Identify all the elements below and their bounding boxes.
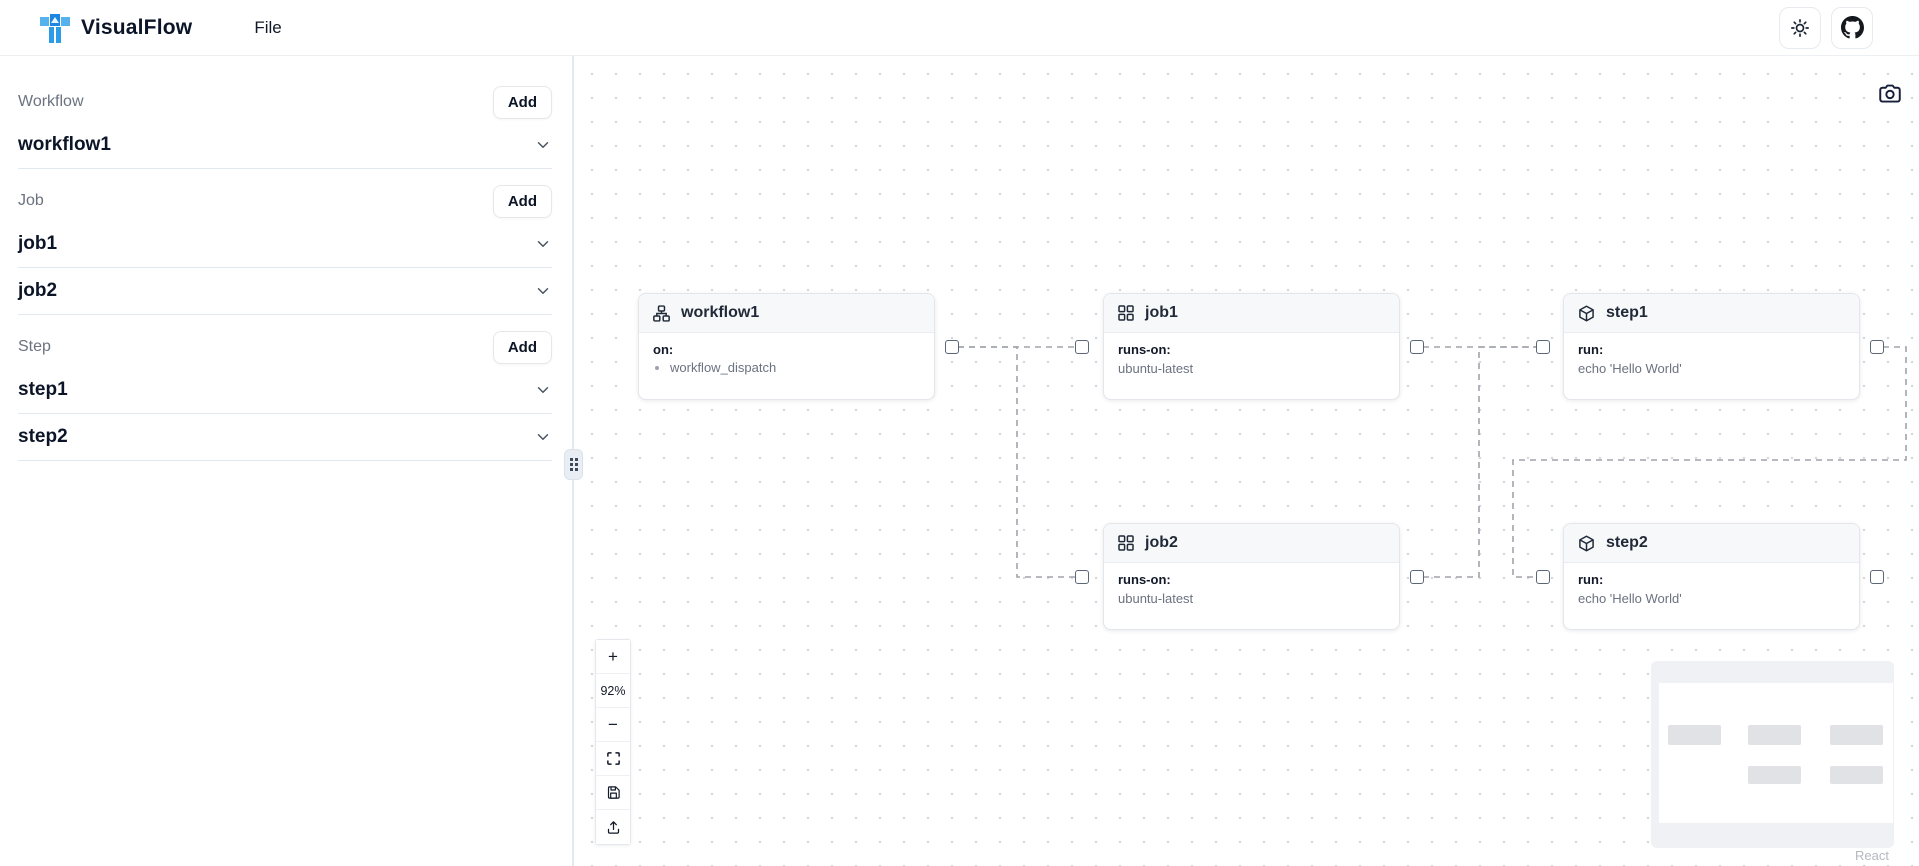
cube-icon xyxy=(1579,305,1594,321)
zoom-out-button[interactable]: − xyxy=(596,708,630,742)
handle-step1-target[interactable] xyxy=(1536,340,1550,354)
github-button[interactable] xyxy=(1831,6,1873,49)
handle-step2-target[interactable] xyxy=(1536,570,1550,584)
save-button[interactable] xyxy=(596,776,630,810)
screenshot-button[interactable] xyxy=(1870,74,1910,114)
chevron-down-icon[interactable] xyxy=(534,235,552,253)
node-title: workflow1 xyxy=(681,304,760,321)
minimap-node-job1 xyxy=(1748,725,1801,745)
minimap-node-step2 xyxy=(1830,766,1883,784)
sidebar-item-step2[interactable]: step2 xyxy=(18,414,552,461)
node-step2[interactable]: step2 run: echo 'Hello World' xyxy=(1563,523,1860,630)
theme-toggle-button[interactable] xyxy=(1779,6,1821,49)
sidebar: Workflow Add workflow1 Job Add job1 xyxy=(0,56,574,866)
flow-canvas[interactable]: workflow1 on: workflow_dispatch job1 run… xyxy=(576,56,1919,866)
node-field-value: ubuntu-latest xyxy=(1118,361,1194,376)
sun-icon xyxy=(1791,18,1809,37)
header-actions xyxy=(1779,6,1873,49)
sidebar-section-job: Job Add job1 job2 xyxy=(18,181,552,315)
brand-logo[interactable]: VisualFlow xyxy=(40,11,192,44)
node-field-key: runs-on: xyxy=(1118,572,1171,587)
minimap-node-workflow1 xyxy=(1668,725,1721,745)
chevron-down-icon[interactable] xyxy=(534,136,552,154)
node-title: job2 xyxy=(1145,534,1178,551)
zoom-in-button[interactable]: + xyxy=(596,640,630,674)
canvas-controls: + 92% − xyxy=(595,639,631,845)
visualflow-logo-icon xyxy=(40,14,70,43)
handle-job2-target[interactable] xyxy=(1075,570,1089,584)
export-button[interactable] xyxy=(596,810,630,844)
minimap-viewport xyxy=(1659,683,1893,823)
top-header: VisualFlow File xyxy=(0,0,1919,56)
chevron-down-icon[interactable] xyxy=(534,282,552,300)
brand-name: VisualFlow xyxy=(81,15,193,39)
job-grid-icon xyxy=(1118,305,1134,321)
menu-file[interactable]: File xyxy=(254,17,282,37)
section-label-workflow: Workflow xyxy=(18,93,84,110)
node-field-value: echo 'Hello World' xyxy=(1578,591,1682,606)
sidebar-item-step1[interactable]: step1 xyxy=(18,367,552,414)
sidebar-item-job2[interactable]: job2 xyxy=(18,268,552,315)
minimap-node-job2 xyxy=(1748,766,1801,784)
github-icon xyxy=(1840,16,1864,39)
sidebar-section-step: Step Add step1 step2 xyxy=(18,327,552,461)
handle-job1-source[interactable] xyxy=(1410,340,1424,354)
node-title: job1 xyxy=(1145,304,1178,321)
zoom-level: 92% xyxy=(596,674,630,708)
save-floppy-icon xyxy=(607,786,620,799)
react-flow-attribution: React Flow xyxy=(1855,848,1889,866)
add-step-button[interactable]: Add xyxy=(492,330,552,364)
handle-step1-source[interactable] xyxy=(1870,340,1884,354)
camera-icon xyxy=(1879,84,1901,103)
node-field-value: workflow_dispatch xyxy=(670,360,920,375)
node-field-key: run: xyxy=(1578,342,1604,357)
edge-workflow1-job2 xyxy=(958,346,1075,578)
sidebar-resize-grip[interactable] xyxy=(564,449,583,480)
handle-job2-source[interactable] xyxy=(1410,570,1424,584)
node-job2[interactable]: job2 runs-on: ubuntu-latest xyxy=(1103,523,1400,630)
minimap[interactable] xyxy=(1651,661,1894,848)
minimap-node-step1 xyxy=(1830,725,1883,745)
edge-job2-step1 xyxy=(1423,346,1536,578)
add-workflow-button[interactable]: Add xyxy=(492,85,552,119)
node-field-value: ubuntu-latest xyxy=(1118,591,1194,606)
node-title: step1 xyxy=(1606,304,1648,321)
add-job-button[interactable]: Add xyxy=(492,184,552,218)
cube-icon xyxy=(1579,535,1594,551)
job-grid-icon xyxy=(1118,535,1134,551)
node-step1[interactable]: step1 run: echo 'Hello World' xyxy=(1563,293,1860,400)
node-field-key: run: xyxy=(1578,572,1604,587)
chevron-down-icon[interactable] xyxy=(534,428,552,446)
handle-workflow1-source[interactable] xyxy=(945,340,959,354)
workflow-icon xyxy=(653,304,670,322)
node-workflow1[interactable]: workflow1 on: workflow_dispatch xyxy=(638,293,935,400)
upload-icon xyxy=(607,820,619,834)
section-label-job: Job xyxy=(18,192,44,209)
handle-step2-source[interactable] xyxy=(1870,570,1884,584)
node-field-value: echo 'Hello World' xyxy=(1578,361,1682,376)
section-label-step: Step xyxy=(18,338,51,355)
sidebar-item-workflow1[interactable]: workflow1 xyxy=(18,122,552,169)
fit-view-button[interactable] xyxy=(596,742,630,776)
handle-job1-target[interactable] xyxy=(1075,340,1089,354)
fit-view-icon xyxy=(606,752,620,765)
sidebar-section-workflow: Workflow Add workflow1 xyxy=(18,82,552,169)
node-job1[interactable]: job1 runs-on: ubuntu-latest xyxy=(1103,293,1400,400)
chevron-down-icon[interactable] xyxy=(534,381,552,399)
node-field-key: runs-on: xyxy=(1118,342,1171,357)
node-title: step2 xyxy=(1606,534,1648,551)
sidebar-item-job1[interactable]: job1 xyxy=(18,221,552,268)
grip-dots-icon xyxy=(569,458,578,471)
node-field-key: on: xyxy=(653,342,674,357)
